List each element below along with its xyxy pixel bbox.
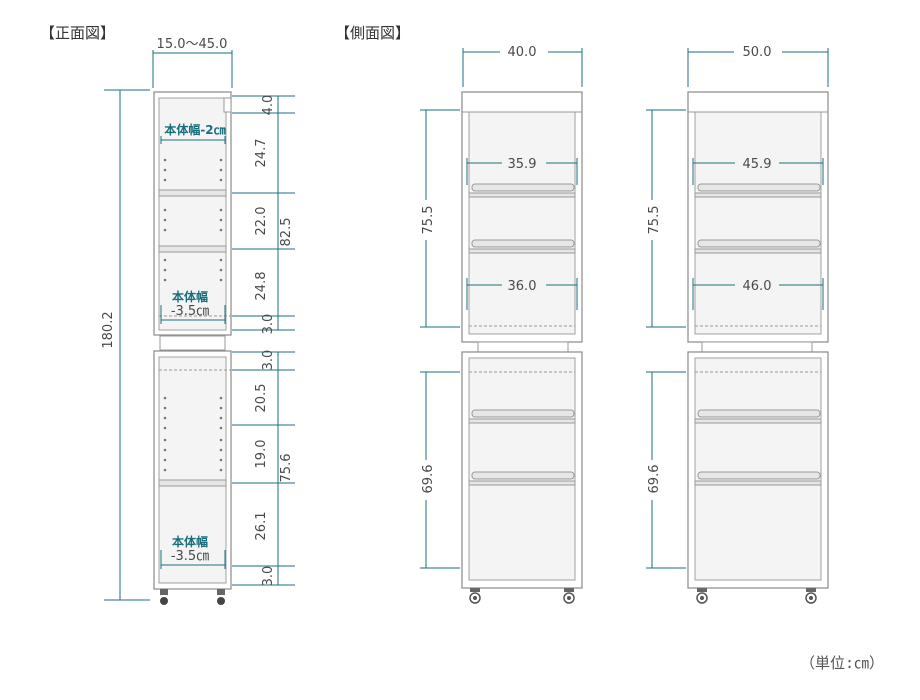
side-a-lower-height: 69.6 <box>421 465 436 494</box>
front-casters <box>160 589 225 605</box>
front-dim-4-0: 4.0 <box>261 95 276 116</box>
side-view-a: 40.0 75.5 35.9 36.0 69.6 <box>418 44 583 604</box>
front-view-title: 【正面図】 <box>40 24 115 42</box>
side-b-shelf-depth-top: 45.9 <box>743 157 772 172</box>
side-b-upper-height: 75.5 <box>647 206 662 235</box>
front-dim-19-0: 19.0 <box>254 440 269 469</box>
front-inner-width-mid-line1: 本体幅 <box>172 289 208 304</box>
front-dim-3-0-c: 3.0 <box>261 566 276 587</box>
unit-note: （単位:㎝） <box>800 654 884 672</box>
side-a-depth: 40.0 <box>508 45 537 60</box>
side-b-shelf-depth-bottom: 46.0 <box>743 279 772 294</box>
front-dim-24-8: 24.8 <box>254 272 269 301</box>
front-view: 15.0～45.0 180.2 本体幅-2㎝ 本体幅 -3.5㎝ <box>101 37 295 605</box>
front-dim-22-0: 22.0 <box>254 207 269 236</box>
side-view-b: 50.0 75.5 45.9 46.0 69.6 <box>644 44 829 604</box>
front-dim-upper-total: 82.5 <box>279 218 294 247</box>
front-inner-width-mid-line2: -3.5㎝ <box>171 304 209 319</box>
side-view-title: 【側面図】 <box>335 24 410 42</box>
front-dim-lower-total: 75.6 <box>279 454 294 483</box>
front-dim-3-0-a: 3.0 <box>261 314 276 335</box>
side-a-shelf-depth-top: 35.9 <box>508 157 537 172</box>
side-b-lower-height: 69.6 <box>647 465 662 494</box>
front-total-height: 180.2 <box>101 311 116 348</box>
front-dim-20-5: 20.5 <box>254 384 269 413</box>
front-dim-24-7: 24.7 <box>254 139 269 168</box>
front-inner-width-bot-line1: 本体幅 <box>172 534 208 549</box>
side-a-upper-height: 75.5 <box>421 206 436 235</box>
side-a-shelf-depth-bottom: 36.0 <box>508 279 537 294</box>
side-b-casters <box>696 588 817 604</box>
front-upper-shelf-holes <box>163 158 223 282</box>
front-dim-3-0-b: 3.0 <box>261 350 276 371</box>
front-dim-26-1: 26.1 <box>254 512 269 541</box>
front-right-dimensions: 4.0 24.7 22.0 24.8 3.0 3.0 20.5 19.0 26.… <box>232 95 295 587</box>
front-inner-width-bot-line2: -3.5㎝ <box>171 549 209 564</box>
front-width-range: 15.0～45.0 <box>157 37 228 52</box>
side-a-casters <box>469 588 575 604</box>
side-b-depth: 50.0 <box>743 45 772 60</box>
front-lower-shelf-holes <box>163 396 223 472</box>
front-inner-width-top: 本体幅-2㎝ <box>164 122 225 137</box>
